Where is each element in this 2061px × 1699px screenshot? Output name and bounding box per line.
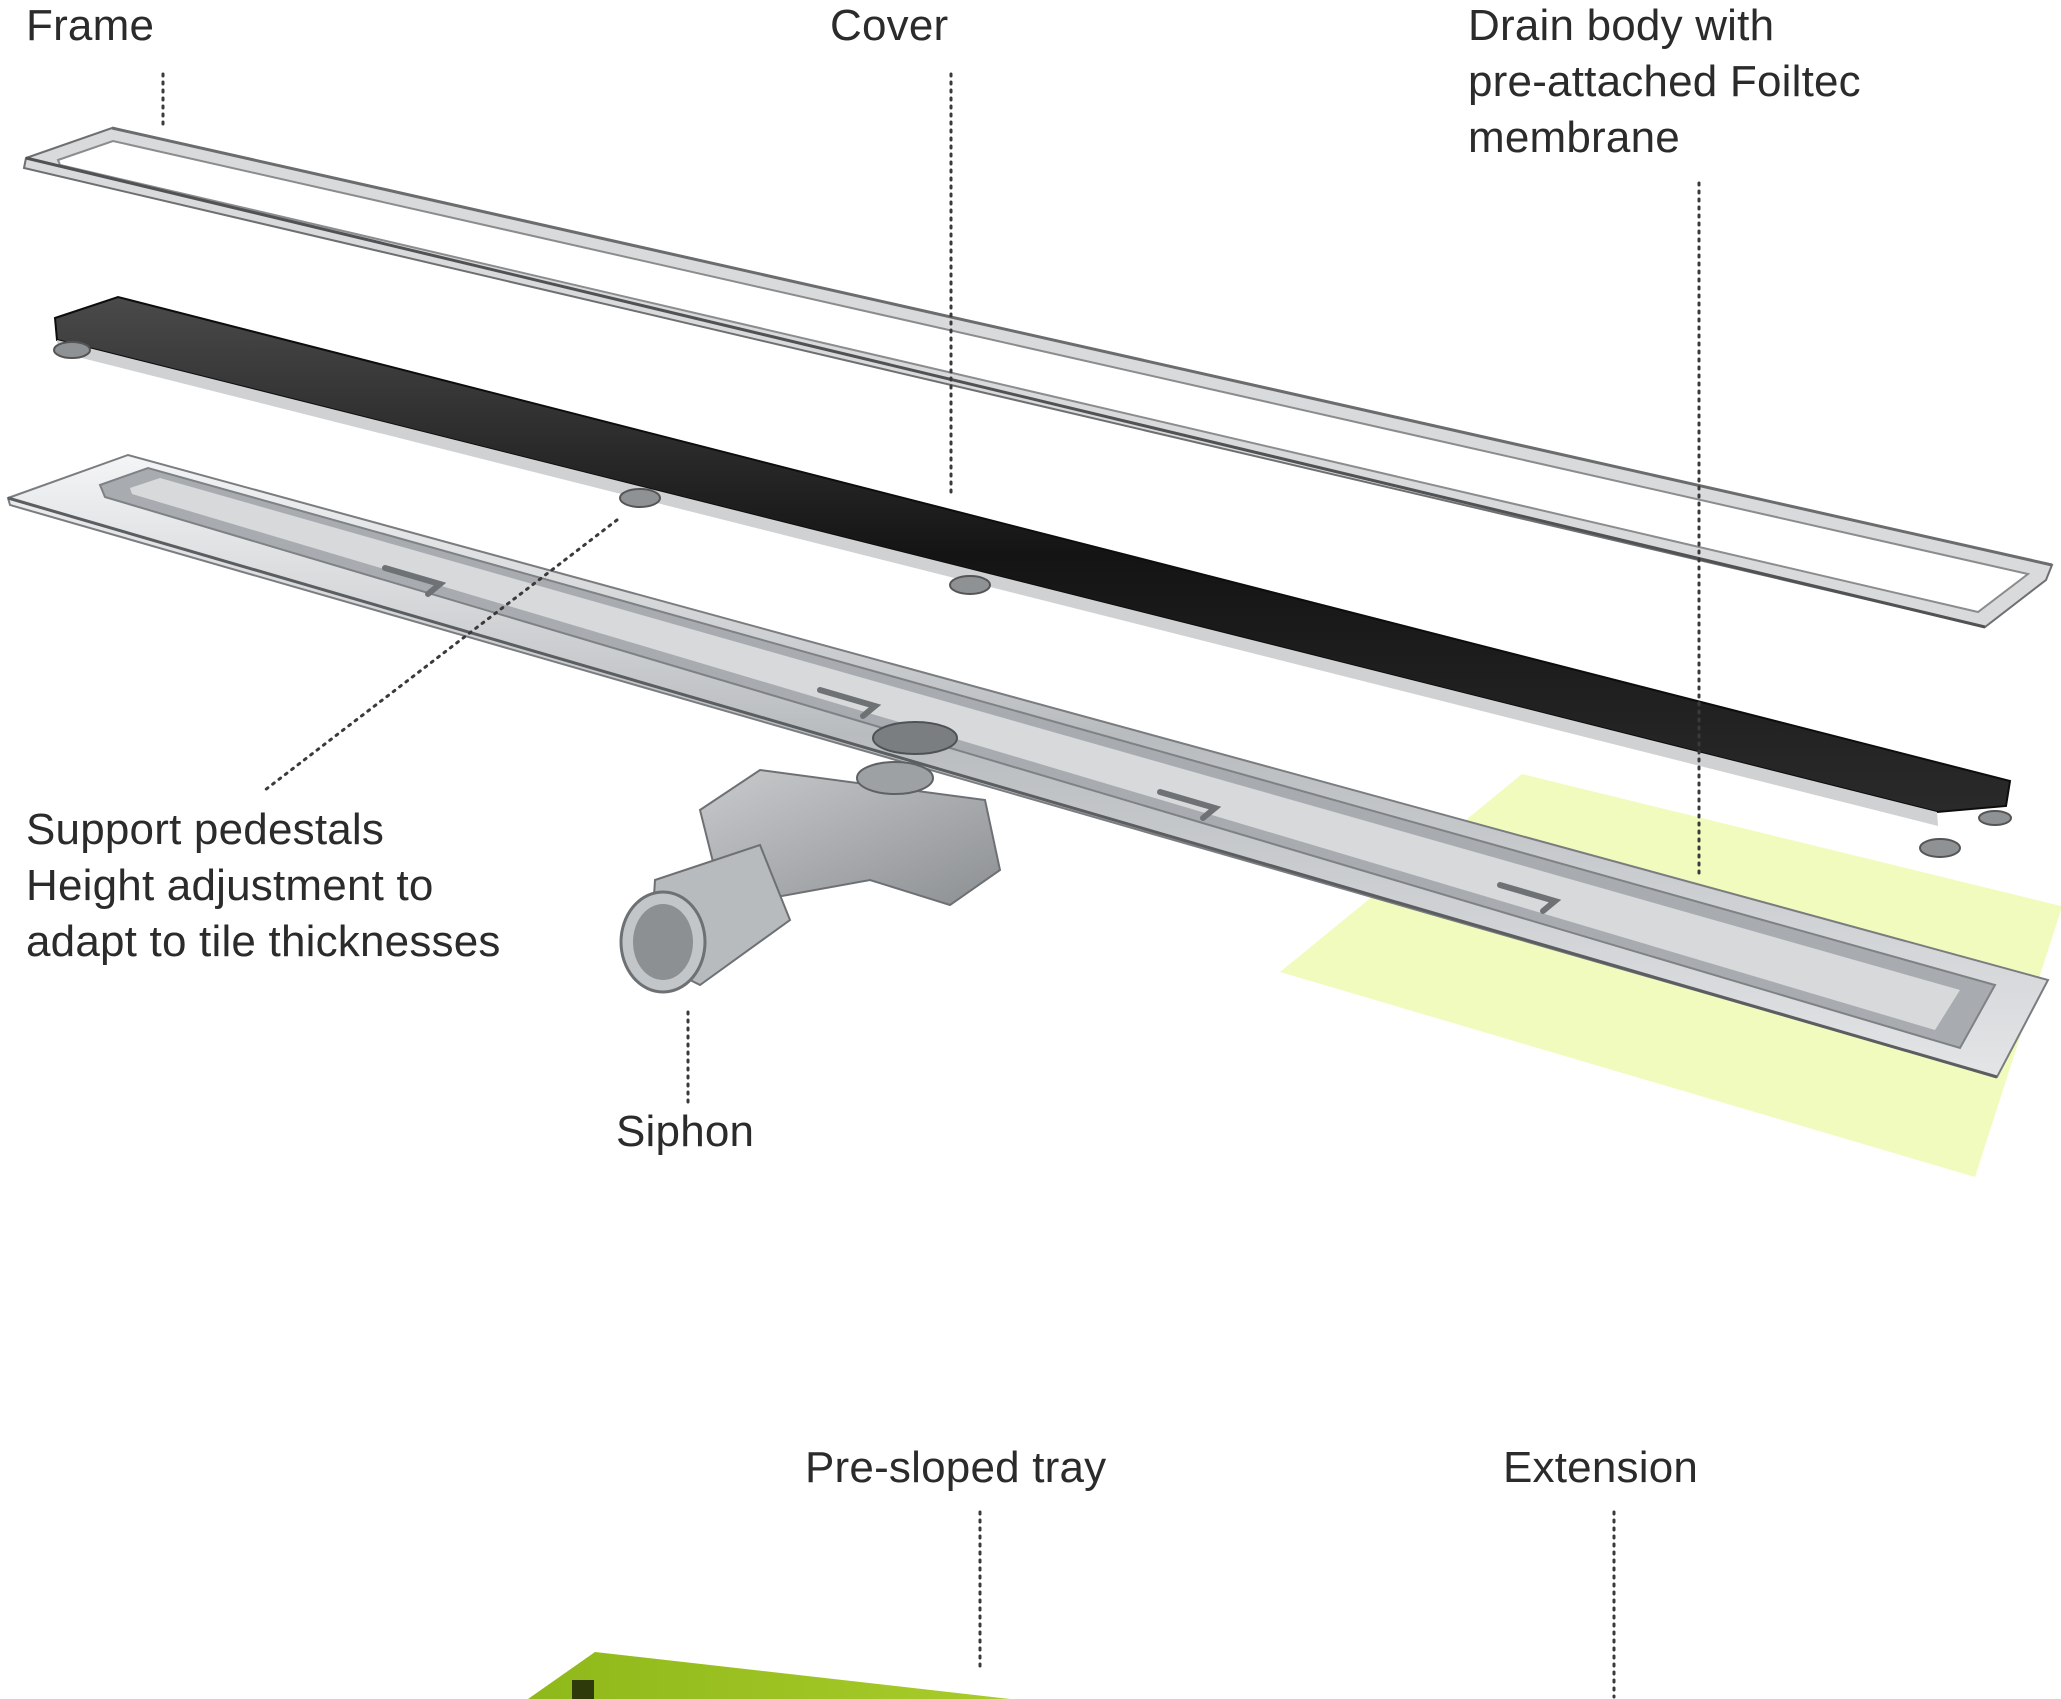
cover-part xyxy=(53,295,2012,858)
label-support-pedestals-line-1: Support pedestals xyxy=(26,805,385,854)
label-extension: Extension xyxy=(1503,1443,1699,1492)
drain-body-part xyxy=(6,453,2050,1079)
label-drain-body-line-3: membrane xyxy=(1468,113,1680,162)
label-support-pedestals-line-2: Height adjustment to xyxy=(26,861,434,910)
siphon-part xyxy=(619,761,1002,994)
label-support-pedestals-line-3: adapt to tile thicknesses xyxy=(26,917,501,966)
label-support-pedestals: Support pedestals Height adjustment to a… xyxy=(26,802,501,970)
label-cover: Cover xyxy=(830,1,949,50)
label-siphon: Siphon xyxy=(616,1107,755,1156)
leader-lines xyxy=(161,72,1701,1699)
label-drain-body: Drain body with pre-attached Foiltec mem… xyxy=(1468,0,1861,166)
label-frame: Frame xyxy=(26,1,155,50)
label-pre-sloped-tray: Pre-sloped tray xyxy=(805,1443,1107,1492)
label-drain-body-line-1: Drain body with xyxy=(1468,1,1775,50)
pre-sloped-tray-part xyxy=(528,1652,1010,1699)
frame-part xyxy=(22,126,2054,629)
label-drain-body-line-2: pre-attached Foiltec xyxy=(1468,57,1861,106)
